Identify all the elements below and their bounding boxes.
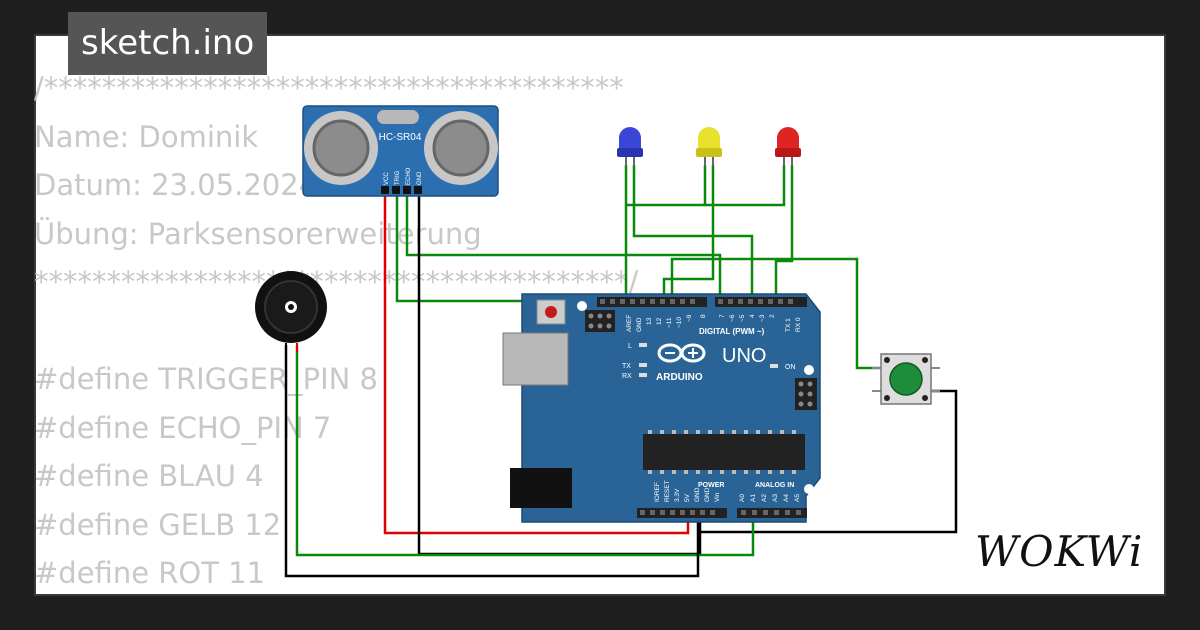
led-rx-label: RX <box>622 373 632 380</box>
button-cap[interactable] <box>889 362 923 396</box>
pin-label: 5V <box>684 493 691 502</box>
pin-label: A1 <box>750 494 757 502</box>
pin-label: A3 <box>772 494 779 502</box>
wire-button-signal[interactable] <box>670 257 880 370</box>
pin-label: A4 <box>783 494 790 502</box>
pin-label: 4 <box>749 314 756 318</box>
sensor-transducer-right <box>424 111 498 185</box>
pin-label: A2 <box>761 494 768 502</box>
pin-label: 7 <box>719 314 726 318</box>
wokwi-logo-text: WOKWi <box>975 527 1144 576</box>
pin-label: GND <box>694 487 701 502</box>
wire-buzzer-signal[interactable] <box>295 345 755 557</box>
pin-label: ~11 <box>666 317 673 328</box>
pin-label: ~3 <box>759 314 766 322</box>
sensor-pin-label: VCC <box>384 172 390 185</box>
wire-trig[interactable] <box>395 196 706 303</box>
arduino-logo-icon <box>657 343 706 363</box>
led-tx-label: TX <box>622 363 631 370</box>
pin-label: ~5 <box>739 314 746 322</box>
wire-led-blue-anode[interactable] <box>632 165 754 297</box>
arduino-model: UNO <box>722 345 766 367</box>
led-l-label: L <box>628 343 632 350</box>
code-line: #define TRIGGER_PIN 8 <box>34 362 378 396</box>
led-yellow[interactable] <box>696 127 722 166</box>
sensor-pin-label: TRIG <box>395 170 401 185</box>
sensor-pin-label: GND <box>417 171 423 185</box>
wire-led-red-cathode[interactable] <box>706 165 786 207</box>
ultrasonic-sensor[interactable]: HC-SR04 VCC TRIG ECHO GND <box>302 105 499 197</box>
led-red-body <box>777 127 799 148</box>
pin-label: IOREF <box>654 482 661 502</box>
code-line: Name: Dominik <box>34 119 259 154</box>
code-line: Datum: 23.05.2024 <box>34 168 318 202</box>
pin-label-gnd: GND <box>636 317 643 332</box>
wire-led-yellow-cathode[interactable] <box>627 165 707 207</box>
analog-header-label: ANALOG IN <box>755 482 794 489</box>
pin-label: GND <box>704 487 711 502</box>
file-tab[interactable]: sketch.ino <box>68 12 268 75</box>
wire-led-yellow-anode[interactable] <box>662 165 715 297</box>
led-on-label: ON <box>785 364 796 371</box>
pin-label: A0 <box>739 494 746 502</box>
sensor-pin-label: ECHO <box>406 167 412 185</box>
pin-label: 2 <box>769 314 776 318</box>
wire-buzzer-gnd[interactable] <box>284 345 700 578</box>
pin-label: ~6 <box>729 314 736 322</box>
pin-label: Vin <box>714 492 721 502</box>
pin-label: 13 <box>646 317 653 325</box>
wire-button-gnd[interactable] <box>700 389 958 534</box>
wire-echo[interactable] <box>405 196 722 297</box>
pin-label: TX 1 <box>785 318 792 332</box>
led-blue-body <box>619 127 641 148</box>
push-button[interactable] <box>872 353 940 405</box>
sensor-transducer-left <box>304 111 378 185</box>
arduino-uno-board[interactable]: AREF GND 13 12 ~11 ~10 ~9 8 7 ~6 ~5 4 ~3… <box>502 293 821 523</box>
led-red[interactable] <box>775 127 801 166</box>
pin-label-aref: AREF <box>626 315 633 332</box>
code-editor-text[interactable]: /***************************************… <box>34 64 638 598</box>
piezo-buzzer[interactable] <box>255 271 327 352</box>
code-line: #define BLAU 4 <box>34 459 264 493</box>
digital-header-label: DIGITAL (PWM ~) <box>699 327 765 336</box>
led-blue[interactable] <box>617 127 643 166</box>
code-line: /***************************************… <box>34 71 624 105</box>
pin-label: 12 <box>656 317 663 325</box>
pin-label: ~9 <box>686 314 693 322</box>
code-line: Übung: Parksensorerweiterung <box>34 216 482 251</box>
pin-label: 8 <box>700 314 707 318</box>
code-line: #define ROT 11 <box>34 556 266 590</box>
led-yellow-body <box>698 127 720 148</box>
code-line: #define ECHO_PIN 7 <box>34 410 332 445</box>
pin-label: A5 <box>794 494 801 502</box>
wokwi-logo: WOKWi <box>975 527 1143 576</box>
power-header-label: POWER <box>698 482 724 489</box>
pin-label: RESET <box>664 480 671 502</box>
power-jack <box>510 468 572 508</box>
pin-label: ~10 <box>676 317 683 328</box>
arduino-brand: ARDUINO <box>656 372 703 383</box>
wire-led-red-anode[interactable] <box>774 165 794 297</box>
pin-label: RX 0 <box>795 317 802 332</box>
file-tab-label: sketch.ino <box>81 23 255 63</box>
usb-port <box>502 332 569 386</box>
sensor-model-label: HC-SR04 <box>379 132 422 143</box>
code-line: #define GELB 12 <box>34 507 282 542</box>
pin-label: 3.3V <box>674 488 681 502</box>
microcontroller-chip <box>643 434 805 470</box>
